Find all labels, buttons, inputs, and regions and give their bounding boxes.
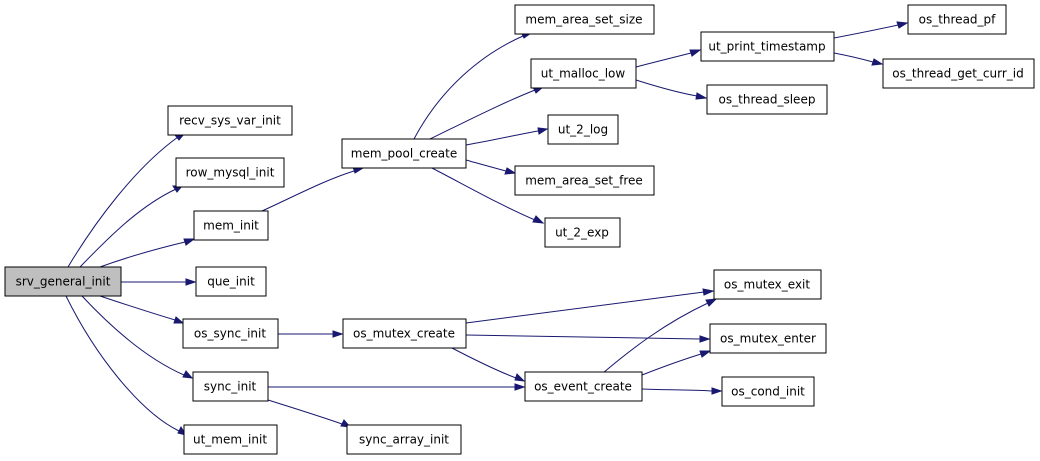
node-label: os_mutex_exit bbox=[724, 278, 810, 292]
node-srv-general-init[interactable]: srv_general_init bbox=[4, 266, 122, 297]
edge-mem-pool-create-to-ut-2-exp bbox=[429, 166, 536, 221]
node-label: mem_init bbox=[203, 219, 259, 233]
edge-sync-init-to-sync-array-init bbox=[267, 399, 343, 425]
node-ut-2-exp[interactable]: ut_2_exp bbox=[544, 217, 621, 248]
node-os-mutex-create[interactable]: os_mutex_create bbox=[342, 318, 467, 349]
arrow-head bbox=[695, 92, 708, 100]
node-label: mem_pool_create bbox=[351, 147, 458, 161]
node-row-mysql-init[interactable]: row_mysql_init bbox=[175, 157, 285, 188]
edge-os-mutex-create-to-os-mutex-enter bbox=[465, 334, 701, 340]
node-ut-2-log[interactable]: ut_2_log bbox=[547, 114, 619, 145]
edges bbox=[65, 21, 909, 436]
node-os-thread-pf[interactable]: os_thread_pf bbox=[907, 4, 1007, 35]
node-label: srv_general_init bbox=[16, 275, 111, 289]
edge-mem-pool-create-to-mem-area-set-size bbox=[413, 35, 524, 140]
node-label: os_thread_get_curr_id bbox=[892, 67, 1023, 81]
node-mem-area-set-size[interactable]: mem_area_set_size bbox=[514, 4, 655, 35]
edge-os-event-create-to-os-mutex-exit bbox=[602, 302, 709, 374]
node-label: ut_2_log bbox=[558, 123, 608, 137]
node-label: os_thread_sleep bbox=[719, 93, 816, 107]
node-os-cond-init[interactable]: os_cond_init bbox=[721, 376, 815, 407]
arrow-head bbox=[514, 383, 526, 391]
edge-srv-general-init-to-os-sync-init bbox=[99, 295, 176, 321]
node-label: sync_array_init bbox=[359, 433, 449, 447]
arrow-head bbox=[689, 49, 702, 57]
arrow-head bbox=[182, 370, 194, 379]
arrow-head bbox=[699, 335, 711, 343]
arrow-head bbox=[537, 127, 549, 135]
node-os-thread-sleep[interactable]: os_thread_sleep bbox=[706, 84, 828, 115]
edge-os-mutex-create-to-os-event-create bbox=[451, 347, 517, 379]
edge-ut-print-timestamp-to-os-thread-pf bbox=[833, 24, 899, 39]
node-recv-sys-var-init[interactable]: recv_sys_var_init bbox=[167, 105, 293, 136]
arrow-head bbox=[173, 316, 185, 324]
edge-srv-general-init-to-sync-init bbox=[81, 295, 185, 376]
node-label: ut_print_timestamp bbox=[708, 40, 825, 54]
arrow-head bbox=[871, 58, 884, 66]
arrow-head bbox=[896, 21, 909, 29]
node-os-sync-init[interactable]: os_sync_init bbox=[182, 318, 279, 349]
node-os-mutex-exit[interactable]: os_mutex_exit bbox=[713, 269, 822, 300]
node-ut-malloc-low[interactable]: ut_malloc_low bbox=[530, 58, 637, 89]
arrow-head bbox=[711, 387, 723, 395]
node-os-mutex-enter[interactable]: os_mutex_enter bbox=[709, 323, 827, 354]
node-os-thread-get-curr-id[interactable]: os_thread_get_curr_id bbox=[882, 58, 1035, 89]
arrow-head bbox=[504, 167, 517, 175]
node-label: os_mutex_enter bbox=[720, 332, 816, 346]
edge-os-event-create-to-os-mutex-enter bbox=[641, 353, 702, 376]
edge-mem-pool-create-to-mem-area-set-free bbox=[465, 159, 507, 172]
nodes: srv_general_init recv_sys_var_init row_m… bbox=[4, 4, 1035, 455]
edge-srv-general-init-to-ut-mem-init bbox=[65, 295, 180, 432]
node-mem-area-set-free[interactable]: mem_area_set_free bbox=[514, 165, 655, 196]
edge-mem-pool-create-to-ut-2-log bbox=[465, 130, 539, 146]
edge-os-mutex-create-to-os-mutex-exit bbox=[465, 291, 705, 324]
edge-ut-malloc-low-to-ut-print-timestamp bbox=[635, 52, 692, 68]
node-label: ut_malloc_low bbox=[541, 67, 626, 81]
node-ut-mem-init[interactable]: ut_mem_init bbox=[183, 424, 278, 455]
arrow-head bbox=[532, 215, 545, 224]
node-mem-pool-create[interactable]: mem_pool_create bbox=[341, 138, 467, 169]
edge-os-event-create-to-os-cond-init bbox=[641, 388, 713, 392]
edge-mem-pool-create-to-ut-malloc-low bbox=[429, 89, 536, 140]
node-label: os_event_create bbox=[534, 380, 632, 394]
node-label: que_init bbox=[207, 275, 255, 289]
node-label: os_thread_pf bbox=[919, 13, 997, 27]
node-ut-print-timestamp[interactable]: ut_print_timestamp bbox=[700, 31, 835, 62]
edge-srv-general-init-to-mem-init bbox=[99, 241, 186, 268]
node-sync-init[interactable]: sync_init bbox=[192, 371, 269, 402]
arrow-head bbox=[332, 330, 344, 338]
node-label: os_mutex_create bbox=[353, 327, 455, 341]
node-label: mem_area_set_free bbox=[525, 174, 643, 188]
node-mem-init[interactable]: mem_init bbox=[193, 210, 269, 241]
arrow-head bbox=[183, 238, 196, 246]
node-label: ut_mem_init bbox=[193, 433, 267, 447]
edge-srv-general-init-to-recv-sys-var-init bbox=[67, 136, 179, 268]
arrow-head bbox=[702, 288, 715, 296]
node-label: ut_2_exp bbox=[555, 226, 609, 240]
edge-ut-malloc-low-to-os-thread-sleep bbox=[635, 79, 698, 97]
node-label: mem_area_set_size bbox=[525, 13, 642, 27]
node-label: recv_sys_var_init bbox=[179, 114, 281, 128]
node-label: sync_init bbox=[204, 380, 257, 394]
arrow-head bbox=[185, 278, 197, 286]
node-label: row_mysql_init bbox=[186, 166, 275, 180]
edge-srv-general-init-to-row-mysql-init bbox=[79, 188, 177, 268]
edge-ut-print-timestamp-to-os-thread-get-curr-id bbox=[833, 52, 874, 63]
node-sync-array-init[interactable]: sync_array_init bbox=[346, 424, 462, 455]
edge-mem-init-to-mem-pool-create bbox=[261, 170, 355, 212]
node-que-init[interactable]: que_init bbox=[195, 266, 267, 297]
arrow-head bbox=[699, 350, 712, 358]
node-os-event-create[interactable]: os_event_create bbox=[524, 371, 643, 402]
arrow-head bbox=[705, 298, 718, 307]
node-label: os_cond_init bbox=[731, 385, 805, 399]
node-label: os_sync_init bbox=[194, 327, 266, 341]
arrow-head bbox=[514, 373, 526, 382]
